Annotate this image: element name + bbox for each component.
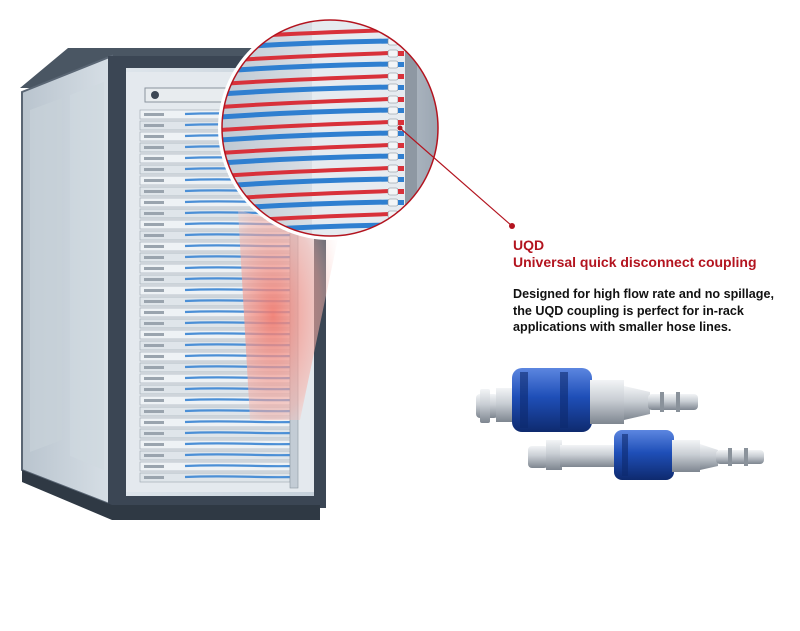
lens-hose-pair <box>222 164 404 189</box>
rack-hose <box>184 464 293 468</box>
callout-leader <box>397 125 515 229</box>
rack-hose <box>184 420 293 424</box>
callout-title: UQD <box>513 237 545 253</box>
rack-hose <box>184 431 293 435</box>
uqd-coupling-small <box>528 430 764 480</box>
uqd-callout: UQD Universal quick disconnect coupling <box>513 237 793 271</box>
lens-hose-pair <box>222 118 404 143</box>
rack-hose <box>184 475 293 479</box>
lens-hose-pair <box>222 141 404 166</box>
rack-hose <box>184 442 293 446</box>
magnification-glow <box>238 210 338 420</box>
lens-hose-pair <box>222 95 404 120</box>
lens-hose-pair <box>222 72 404 97</box>
rack-hose <box>184 453 293 457</box>
callout-subtitle: Universal quick disconnect coupling <box>513 254 757 270</box>
callout-description: Designed for high flow rate and no spill… <box>513 287 774 334</box>
uqd-coupling-large <box>476 368 698 432</box>
